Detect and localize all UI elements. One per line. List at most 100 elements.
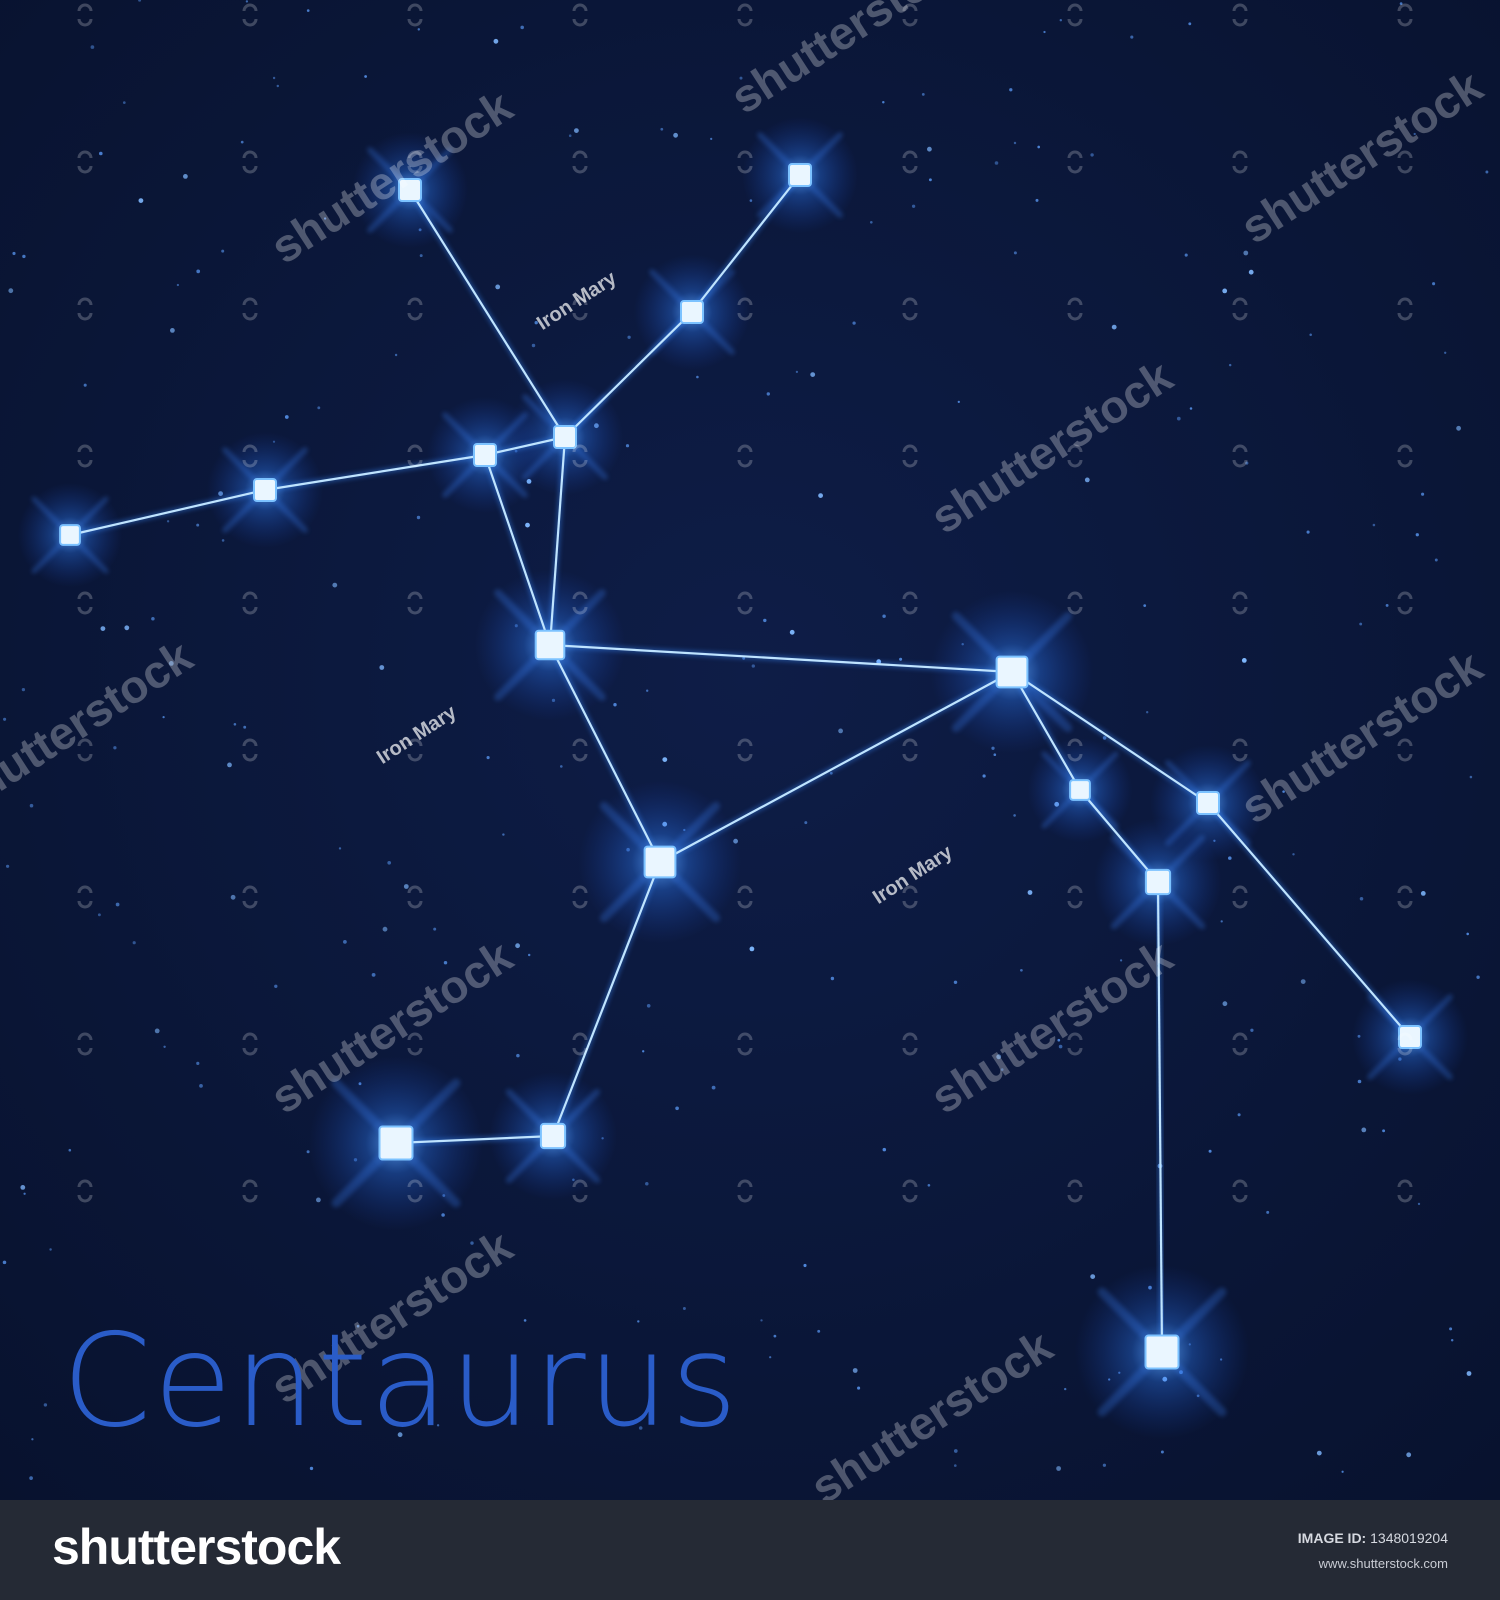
background-star: [1250, 1028, 1254, 1032]
background-star: [773, 1334, 777, 1338]
background-star: [953, 1449, 958, 1453]
watermark-logo-icon: [572, 591, 588, 615]
background-star: [417, 28, 421, 31]
background-star: [810, 372, 816, 377]
watermark-logo-icon: [407, 738, 423, 762]
watermark-logo-icon: [1232, 444, 1248, 468]
constellation-star: [1398, 1025, 1422, 1049]
background-star: [1058, 1044, 1063, 1049]
background-star: [168, 661, 174, 666]
background-star: [83, 383, 87, 387]
watermark-logo-icon: [902, 1179, 918, 1203]
background-star: [627, 335, 631, 339]
background-star: [911, 204, 916, 208]
watermark-logo-icon: [572, 444, 588, 468]
background-star: [749, 946, 755, 952]
watermark-logo-icon: [77, 738, 93, 762]
background-star: [1413, 132, 1416, 136]
constellation-star: [788, 163, 812, 187]
watermark-logo-icon: [737, 1032, 753, 1056]
background-star: [183, 174, 188, 179]
background-star: [419, 254, 423, 258]
watermark-logo-icon: [1397, 444, 1413, 468]
watermark-logo-icon: [737, 738, 753, 762]
background-star: [1248, 269, 1254, 275]
watermark-logo-icon: [407, 444, 423, 468]
background-star: [559, 765, 563, 768]
background-star: [673, 132, 678, 138]
background-star: [356, 1324, 360, 1328]
background-star: [199, 1084, 203, 1088]
background-star: [1027, 890, 1033, 895]
watermark-logo-icon: [1232, 885, 1248, 909]
watermark-logo-icon: [1232, 591, 1248, 615]
watermark-logo-icon: [1067, 297, 1083, 321]
background-star: [751, 664, 755, 668]
background-star: [1243, 250, 1249, 256]
background-star: [1406, 1452, 1412, 1458]
background-star: [166, 520, 170, 523]
background-star: [1476, 975, 1480, 979]
background-star: [1220, 920, 1223, 923]
background-star: [852, 321, 856, 325]
background-star: [316, 1197, 321, 1203]
background-star: [470, 1241, 474, 1245]
background-star: [416, 515, 421, 520]
background-star: [227, 762, 232, 768]
background-star: [882, 101, 885, 104]
background-star: [711, 1085, 716, 1090]
watermark-logo-icon: [1232, 3, 1248, 27]
watermark-logo-icon: [572, 297, 588, 321]
background-star: [221, 539, 225, 542]
background-star: [953, 980, 958, 985]
watermark-logo-icon: [1067, 150, 1083, 174]
background-star: [233, 723, 237, 726]
background-star: [1160, 1450, 1164, 1454]
watermark-logo-icon: [77, 150, 93, 174]
watermark-logo-icon: [1067, 885, 1083, 909]
background-star: [284, 415, 289, 419]
background-star: [1420, 891, 1426, 896]
background-star: [1056, 1466, 1061, 1471]
background-star: [1456, 425, 1461, 431]
background-star: [394, 353, 398, 357]
constellation-star: [534, 629, 566, 661]
background-star: [196, 1061, 200, 1065]
watermark-logo-icon: [1397, 150, 1413, 174]
background-star: [1176, 416, 1181, 421]
background-star: [1237, 1113, 1241, 1117]
background-star: [613, 703, 617, 707]
watermark-logo-icon: [1067, 591, 1083, 615]
watermark-logo-icon: [242, 1032, 258, 1056]
constellation-star: [473, 443, 497, 467]
background-star: [1037, 145, 1041, 149]
watermark-logo-icon: [242, 297, 258, 321]
background-star: [68, 1148, 72, 1152]
background-star: [523, 1319, 527, 1322]
background-star: [857, 1386, 861, 1390]
sky-background: [0, 0, 1500, 1500]
background-star: [789, 629, 795, 635]
background-star: [1385, 603, 1389, 607]
background-star: [379, 665, 385, 670]
watermark-logo-icon: [407, 591, 423, 615]
watermark-logo-icon: [572, 738, 588, 762]
watermark-logo-icon: [1067, 3, 1083, 27]
background-star: [1013, 251, 1017, 255]
constellation-title: Centaurus: [62, 1307, 740, 1456]
background-star: [99, 151, 103, 156]
background-star: [1009, 88, 1013, 92]
background-star: [243, 725, 247, 729]
background-star: [818, 493, 823, 498]
watermark-logo-icon: [572, 1032, 588, 1056]
watermark-logo-icon: [1232, 1032, 1248, 1056]
background-star: [1432, 282, 1436, 286]
constellation-star: [553, 425, 577, 449]
watermark-logo-icon: [407, 297, 423, 321]
background-star: [739, 76, 743, 80]
constellation-line: [484, 435, 566, 457]
background-star: [1090, 1274, 1096, 1279]
footer-brand-logo: shutterstock: [52, 1519, 341, 1575]
background-star: [43, 1403, 48, 1407]
background-star: [29, 1476, 33, 1480]
